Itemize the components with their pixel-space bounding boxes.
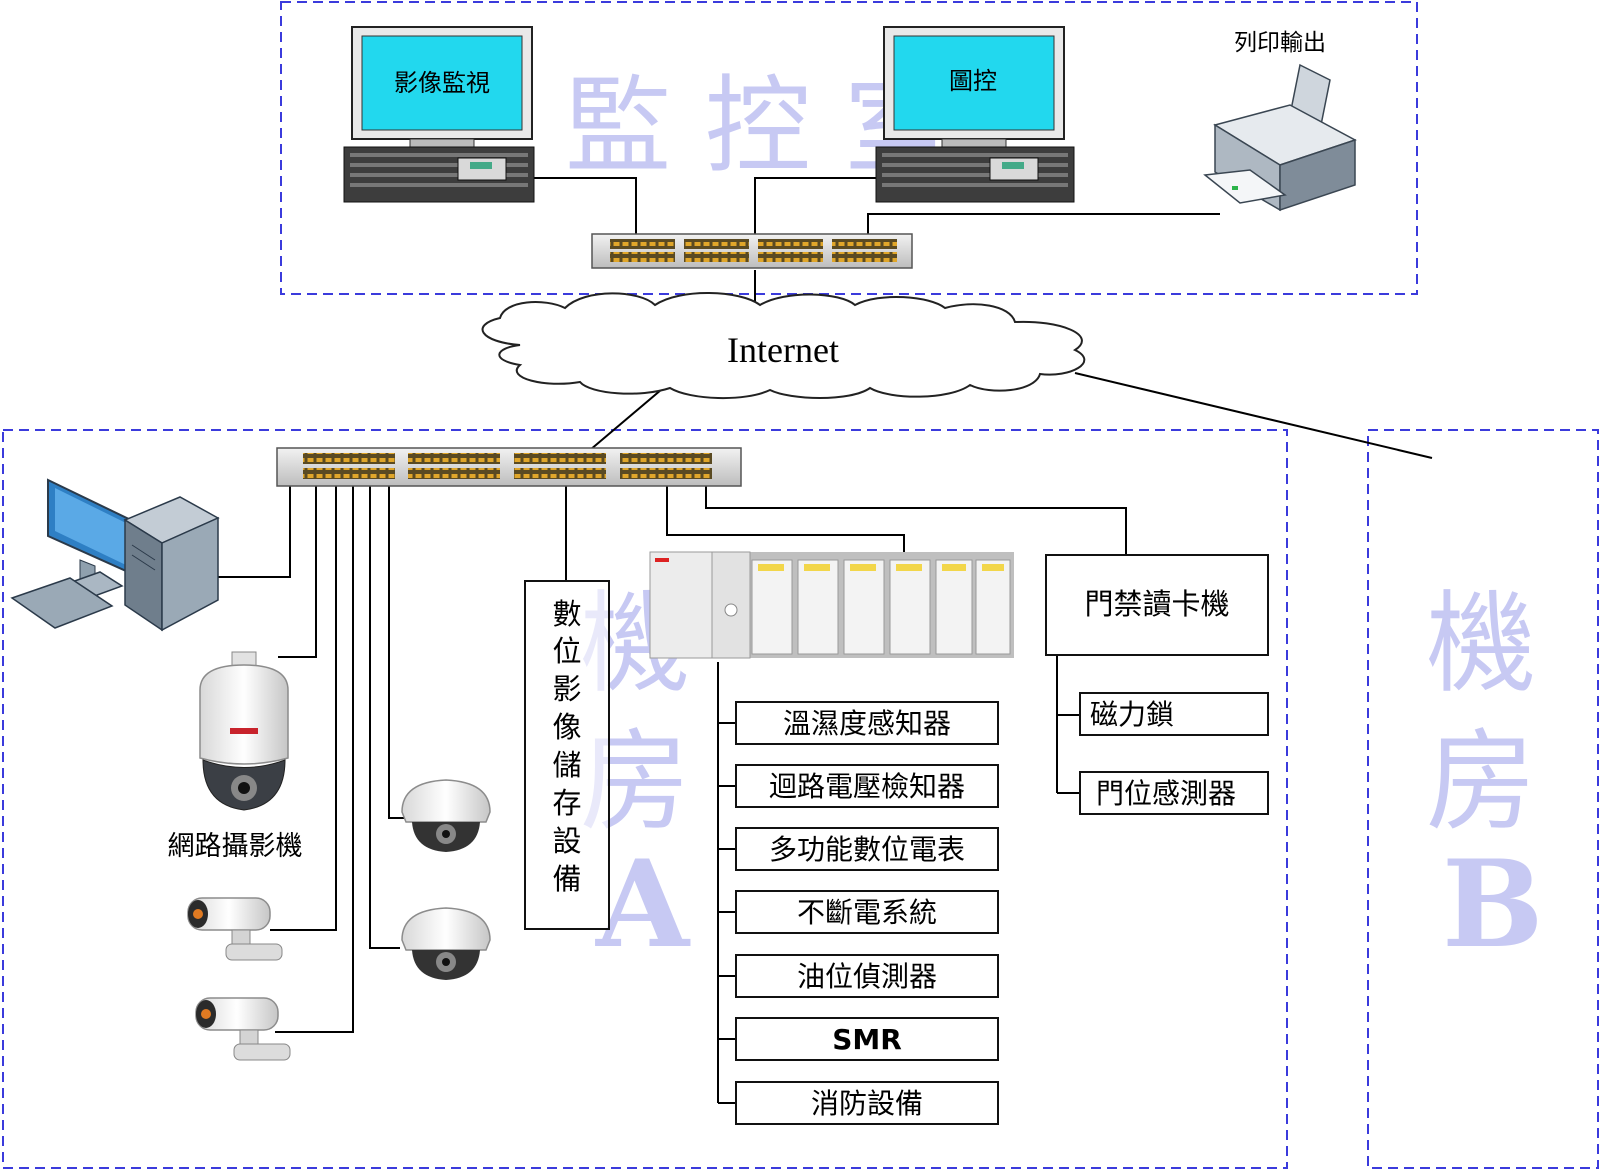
sensor-box	[735, 701, 999, 745]
storage-char: 位	[552, 634, 581, 668]
room-b-watermark-letter: B	[1442, 834, 1543, 975]
sensor-label-power-meter: 多功能數位電表	[769, 833, 965, 866]
storage-char: 備	[552, 862, 581, 896]
bullet-camera-icon	[187, 897, 283, 961]
internet-label: Internet	[727, 330, 839, 370]
printer-label: 列印輸出	[1234, 30, 1326, 56]
connection-lines	[218, 177, 1433, 1104]
magnetic-lock-box	[1079, 692, 1269, 736]
sensor-box	[735, 1017, 999, 1061]
video-monitor-label: 影像監視	[394, 69, 490, 97]
internet-cloud	[481, 292, 1086, 400]
dome-camera-icon	[401, 907, 491, 980]
graphic-control-workstation	[875, 26, 1075, 203]
room-b-watermark-fang: 房	[1426, 718, 1536, 846]
core-switch	[591, 233, 913, 269]
bullet-camera-icon	[195, 997, 291, 1061]
sensor-label-ups: 不斷電系統	[797, 896, 937, 929]
video-monitor-workstation	[343, 26, 535, 203]
machine-room-a-boundary	[2, 429, 1288, 1169]
room-b-watermark-ji: 機	[1426, 580, 1536, 708]
sensor-label-oil-level: 油位偵測器	[797, 960, 937, 993]
room-a-switch	[276, 447, 742, 487]
room-a-watermark-letter: A	[595, 834, 691, 975]
dome-camera-icon	[401, 779, 491, 852]
monitor-room-boundary	[280, 1, 1418, 295]
network-camera-label: 網路攝影機	[168, 831, 303, 862]
sensor-label-voltage: 迴路電壓檢知器	[769, 770, 965, 803]
sensor-list	[735, 701, 999, 1125]
door-sensor-box	[1079, 771, 1269, 815]
access-control-reader-box	[1045, 554, 1269, 656]
plc-io-rack	[649, 551, 1014, 659]
storage-char: 數	[552, 597, 581, 631]
sensor-box	[735, 890, 999, 934]
storage-char: 存	[552, 786, 581, 820]
ptz-camera-icon	[199, 651, 289, 811]
desktop-computer-icon	[10, 478, 220, 632]
sensor-label-fire: 消防設備	[811, 1087, 923, 1120]
sensor-box	[735, 954, 999, 998]
sensor-box	[735, 764, 999, 808]
sensor-label-smr: SMR	[832, 1023, 902, 1056]
graphic-control-label: 圖控	[949, 67, 997, 95]
sensor-box	[735, 827, 999, 871]
storage-char: 設	[552, 824, 581, 858]
door-sensor-label: 門位感測器	[1096, 777, 1236, 810]
storage-char: 儲	[552, 748, 581, 782]
printer-icon	[1203, 63, 1357, 212]
sensor-box	[735, 1081, 999, 1125]
machine-room-b-boundary	[1367, 429, 1599, 1169]
digital-video-storage-box	[524, 580, 610, 930]
access-control-reader-label: 門禁讀卡機	[1084, 587, 1229, 621]
magnetic-lock-label: 磁力鎖	[1090, 698, 1174, 731]
storage-char: 影	[552, 672, 581, 706]
sensor-label-temp-humidity: 溫濕度感知器	[783, 707, 951, 740]
storage-char: 像	[552, 710, 581, 744]
